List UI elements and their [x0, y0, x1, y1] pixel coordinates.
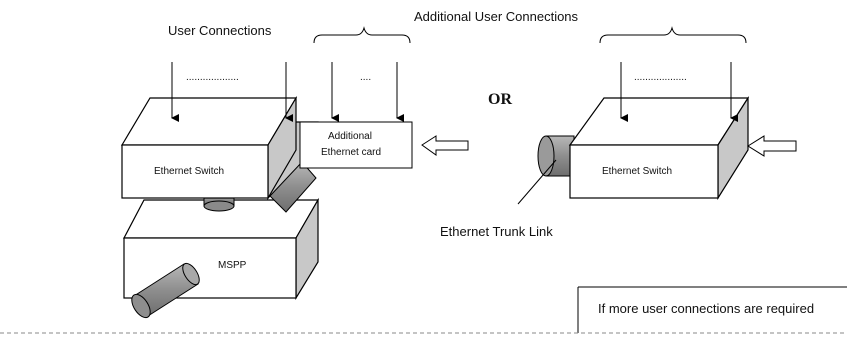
ethernet-trunk-link-label: Ethernet Trunk Link [440, 224, 553, 239]
additional-card-line2: Ethernet card [321, 147, 381, 158]
hollow-arrow-to-card [421, 135, 469, 156]
note-box: If more user connections are required [577, 286, 847, 333]
additional-card-line1: Additional [328, 131, 372, 142]
dots-right: ................... [634, 72, 687, 83]
trunk-cylinder [537, 135, 575, 177]
trunk-link-pointer [517, 159, 557, 205]
mspp-cable [131, 262, 200, 319]
user-connections-label: User Connections [168, 23, 272, 38]
left-brace [313, 26, 411, 44]
dots-mid: .... [360, 72, 371, 83]
note-text: If more user connections are required [598, 301, 814, 316]
right-brace [599, 26, 747, 44]
additional-user-connections-label: Additional User Connections [414, 9, 579, 24]
ethernet-switch-left-label: Ethernet Switch [154, 166, 224, 177]
ethernet-switch-right: Ethernet Switch [568, 95, 750, 201]
hollow-arrow-right [747, 135, 797, 157]
ethernet-switch-right-label: Ethernet Switch [602, 166, 672, 177]
additional-ethernet-card: Additional Ethernet card [299, 121, 413, 169]
dots-left: ................... [186, 72, 239, 83]
left-switch-side-cable [269, 161, 317, 213]
mspp-label: MSPP [218, 260, 247, 271]
or-label: OR [488, 91, 512, 108]
